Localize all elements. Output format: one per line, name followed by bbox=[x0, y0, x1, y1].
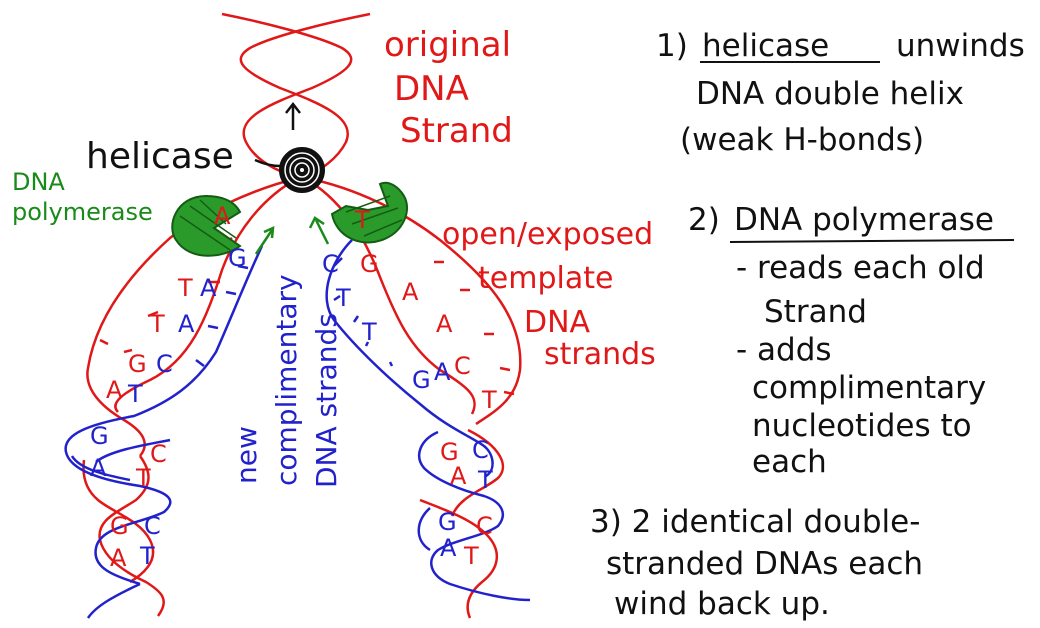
base-letter: C bbox=[156, 350, 173, 378]
polymerase-icon bbox=[171, 194, 242, 257]
label-original: DNA bbox=[394, 69, 469, 109]
base-letter: T bbox=[361, 318, 377, 346]
label-new-strands: complimentary bbox=[270, 274, 303, 486]
base-letter: A bbox=[450, 462, 467, 490]
base-letter: T bbox=[463, 542, 479, 570]
step1-text: unwinds bbox=[896, 28, 1025, 64]
base-letter: T bbox=[354, 206, 370, 234]
step3-text: 3) 2 identical double- bbox=[590, 504, 920, 540]
base-letter: A bbox=[200, 274, 217, 302]
label-template: DNA bbox=[524, 305, 591, 340]
base-letter: A bbox=[436, 310, 453, 338]
label-new-strands: new bbox=[230, 426, 263, 484]
base-letter: C bbox=[322, 250, 339, 278]
notes: 1) helicase unwinds DNA double helix (we… bbox=[590, 28, 1025, 622]
label-polymerase: DNA bbox=[12, 168, 65, 196]
base-letter: A bbox=[402, 278, 419, 306]
base-letter: T bbox=[139, 542, 155, 570]
base-letter: A bbox=[440, 534, 457, 562]
step1-text: helicase bbox=[702, 28, 829, 64]
step1-text: DNA double helix bbox=[696, 76, 964, 112]
base-letter: A bbox=[178, 310, 195, 338]
base-letter: T bbox=[127, 380, 143, 408]
bond-ticks-blue bbox=[195, 257, 394, 367]
step2-text: complimentary bbox=[752, 370, 986, 406]
label-polymerase: polymerase bbox=[12, 198, 153, 226]
original-helix bbox=[221, 12, 371, 182]
step2-text: each bbox=[752, 444, 827, 480]
base-letter: T bbox=[135, 464, 151, 492]
label-new-strands: DNA strands bbox=[310, 313, 343, 488]
step2-text: Strand bbox=[764, 294, 867, 330]
polymerase-icon bbox=[330, 181, 409, 244]
base-letter: G bbox=[412, 366, 431, 394]
base-letter: G bbox=[128, 350, 147, 378]
base-letter: C bbox=[454, 352, 471, 380]
step1-text: (weak H-bonds) bbox=[680, 122, 924, 158]
arrow-icon bbox=[285, 101, 301, 130]
step2-text: - adds bbox=[736, 332, 832, 368]
base-letter: G bbox=[440, 438, 459, 466]
base-letter: T bbox=[481, 386, 497, 414]
base-letter: A bbox=[434, 358, 451, 386]
base-letter: G bbox=[360, 250, 379, 278]
base-letter: C bbox=[476, 512, 493, 540]
base-letter: T bbox=[335, 284, 351, 312]
step2-number: 2) bbox=[688, 202, 720, 238]
base-letter: T bbox=[149, 310, 165, 338]
new-strands bbox=[64, 239, 531, 619]
base-letter: A bbox=[90, 454, 107, 482]
base-letter: G bbox=[90, 422, 109, 450]
label-template: template bbox=[478, 261, 613, 296]
helicase-icon bbox=[254, 147, 325, 193]
label-template: open/exposed bbox=[442, 217, 653, 252]
step2-text: nucleotides to bbox=[752, 408, 972, 444]
base-letter: T bbox=[177, 274, 193, 302]
label-original: original bbox=[384, 25, 511, 65]
base-letter: G bbox=[110, 512, 129, 540]
base-letter: G bbox=[228, 244, 247, 272]
base-letter: A bbox=[106, 376, 123, 404]
base-letter: G bbox=[438, 508, 457, 536]
base-letter: A bbox=[110, 544, 127, 572]
step3-text: wind back up. bbox=[614, 586, 830, 622]
base-letter: C bbox=[150, 440, 167, 468]
label-template: strands bbox=[544, 337, 656, 372]
base-letter: C bbox=[144, 512, 161, 540]
step2-text: - reads each old bbox=[736, 250, 985, 286]
base-letter: T bbox=[477, 466, 493, 494]
step3-text: stranded DNAs each bbox=[606, 546, 923, 582]
label-helicase: helicase bbox=[86, 136, 234, 177]
base-letter: C bbox=[472, 436, 489, 464]
base-letter: A bbox=[214, 202, 231, 230]
label-original: Strand bbox=[400, 111, 513, 151]
arrow-icon bbox=[254, 216, 330, 255]
step2-text: DNA polymerase bbox=[734, 202, 994, 238]
step1-number: 1) bbox=[656, 28, 688, 64]
